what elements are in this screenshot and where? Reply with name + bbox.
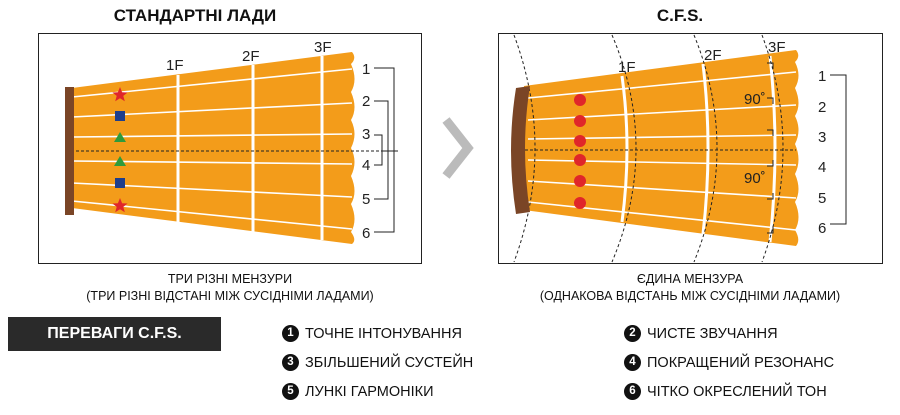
right-fret-2 xyxy=(701,63,710,235)
advantage-item: 3 ЗБІЛЬШЕНИЙ СУСТЕЙН xyxy=(282,354,473,371)
right-fret-label-2: 2F xyxy=(704,47,722,64)
left-fret-label-3: 3F xyxy=(314,39,332,56)
star-marker xyxy=(112,87,128,102)
right-bracket xyxy=(830,74,847,225)
dot-marker xyxy=(574,115,586,127)
number-2-icon: 2 xyxy=(624,325,641,342)
angle-mark xyxy=(767,62,774,69)
bracket-right xyxy=(830,74,847,225)
triangle-marker xyxy=(114,132,126,142)
left-frets xyxy=(176,56,324,240)
dot-marker xyxy=(574,94,586,106)
left-nut xyxy=(65,87,74,215)
right-nut xyxy=(511,86,530,214)
right-string-2 xyxy=(527,104,797,121)
left-fretboard-body xyxy=(72,52,355,244)
right-string-number-4: 4 xyxy=(818,159,826,176)
right-angle-marks xyxy=(767,62,774,234)
angle-mark xyxy=(767,129,774,136)
right-caption-line1: ЄДИНА МЕНЗУРА xyxy=(636,272,744,286)
angle-label-bottom: 90˚ xyxy=(744,170,766,187)
advantages-title: ПЕРЕВАГИ C.F.S. xyxy=(8,317,221,351)
left-fretboard: 1F 2F 3F 1 2 3 4 5 6 xyxy=(65,39,398,244)
advantage-item: 4 ПОКРАЩЕНИЙ РЕЗОНАНС xyxy=(624,354,834,371)
right-caption-line2: (ОДНАКОВА ВІДСТАНЬ МІЖ СУСІДНІМИ ЛАДАМИ) xyxy=(539,289,841,303)
number-3-icon: 3 xyxy=(282,354,299,371)
triangle-marker xyxy=(114,156,126,166)
left-string-number-2: 2 xyxy=(362,93,370,110)
number-4-icon: 4 xyxy=(624,354,641,371)
right-caption: ЄДИНА МЕНЗУРА (ОДНАКОВА ВІДСТАНЬ МІЖ СУС… xyxy=(498,271,882,305)
left-string-number-3: 3 xyxy=(362,126,370,143)
right-frets xyxy=(620,55,777,243)
right-string-4 xyxy=(527,159,797,166)
advantage-item: 6 ЧІТКО ОКРЕСЛЕНИЙ ТОН xyxy=(624,383,827,400)
advantage-text: ЧИСТЕ ЗВУЧАННЯ xyxy=(647,325,778,342)
advantage-item: 5 ЛУНКІ ГАРМОНІКИ xyxy=(282,383,434,400)
right-string-number-2: 2 xyxy=(818,99,826,116)
right-string-number-5: 5 xyxy=(818,190,826,207)
right-fret-1 xyxy=(620,75,629,223)
right-string-1 xyxy=(527,71,797,99)
angle-mark xyxy=(767,193,774,200)
left-string-number-5: 5 xyxy=(362,191,370,208)
advantage-text: ЧІТКО ОКРЕСЛЕНИЙ ТОН xyxy=(647,383,827,400)
right-fret-label-1: 1F xyxy=(618,59,636,76)
right-string-number-1: 1 xyxy=(818,68,826,85)
right-heading: C.F.S. xyxy=(656,6,704,25)
star-marker xyxy=(112,198,128,213)
right-string-number-6: 6 xyxy=(818,220,826,237)
left-string-number-4: 4 xyxy=(362,157,370,174)
angle-label-top: 90˚ xyxy=(744,91,766,108)
right-fretboard-body xyxy=(524,50,799,246)
angle-mark xyxy=(767,160,774,167)
dot-marker xyxy=(574,197,586,209)
square-marker xyxy=(115,178,125,188)
advantage-text: ЗБІЛЬШЕНИЙ СУСТЕЙН xyxy=(305,354,474,371)
right-strings xyxy=(527,71,797,231)
dot-marker xyxy=(574,135,586,147)
advantage-item: 1 ТОЧНЕ ІНТОНУВАННЯ xyxy=(282,325,462,342)
advantage-item: 2 ЧИСТЕ ЗВУЧАННЯ xyxy=(624,325,778,342)
left-caption-line1: ТРИ РІЗНІ МЕНЗУРИ xyxy=(167,272,293,286)
guide-arc-1 xyxy=(611,34,637,263)
right-fret-label-3: 3F xyxy=(768,39,786,56)
left-brackets xyxy=(374,67,398,233)
left-string-number-6: 6 xyxy=(362,225,370,242)
left-caption: ТРИ РІЗНІ МЕНЗУРИ (ТРИ РІЗНІ ВІДСТАНІ МІ… xyxy=(40,271,420,305)
advantage-text: ЛУНКІ ГАРМОНІКИ xyxy=(305,383,434,400)
left-caption-line2: (ТРИ РІЗНІ ВІДСТАНІ МІЖ СУСІДНІМИ ЛАДАМИ… xyxy=(86,289,374,303)
advantage-text: ТОЧНЕ ІНТОНУВАННЯ xyxy=(305,325,462,342)
dot-marker xyxy=(574,154,586,166)
number-5-icon: 5 xyxy=(282,383,299,400)
right-string-3 xyxy=(527,134,797,140)
left-heading: СТАНДАРТНІ ЛАДИ xyxy=(113,6,277,25)
bracket-inner xyxy=(374,134,383,166)
chevron-right-icon xyxy=(442,117,474,179)
left-fret-label-2: 2F xyxy=(242,48,260,65)
right-string-6 xyxy=(527,201,797,231)
advantage-text: ПОКРАЩЕНИЙ РЕЗОНАНС xyxy=(647,354,835,371)
bracket-middle xyxy=(374,100,389,200)
right-fret-3 xyxy=(768,55,777,243)
left-string-number-1: 1 xyxy=(362,61,370,78)
right-string-5 xyxy=(527,180,797,199)
left-fret-label-1: 1F xyxy=(166,57,184,74)
bracket-outer xyxy=(374,67,395,233)
angle-mark xyxy=(767,97,774,104)
dot-marker xyxy=(574,175,586,187)
guide-arc-0 xyxy=(513,34,536,263)
guide-arc-2 xyxy=(693,34,718,263)
number-1-icon: 1 xyxy=(282,325,299,342)
right-fretboard: 90˚ 90˚ 1F 2F 3F 1 2 3 4 5 6 xyxy=(511,34,847,263)
angle-mark xyxy=(767,227,774,234)
right-string-number-3: 3 xyxy=(818,129,826,146)
number-6-icon: 6 xyxy=(624,383,641,400)
square-marker xyxy=(115,111,125,121)
